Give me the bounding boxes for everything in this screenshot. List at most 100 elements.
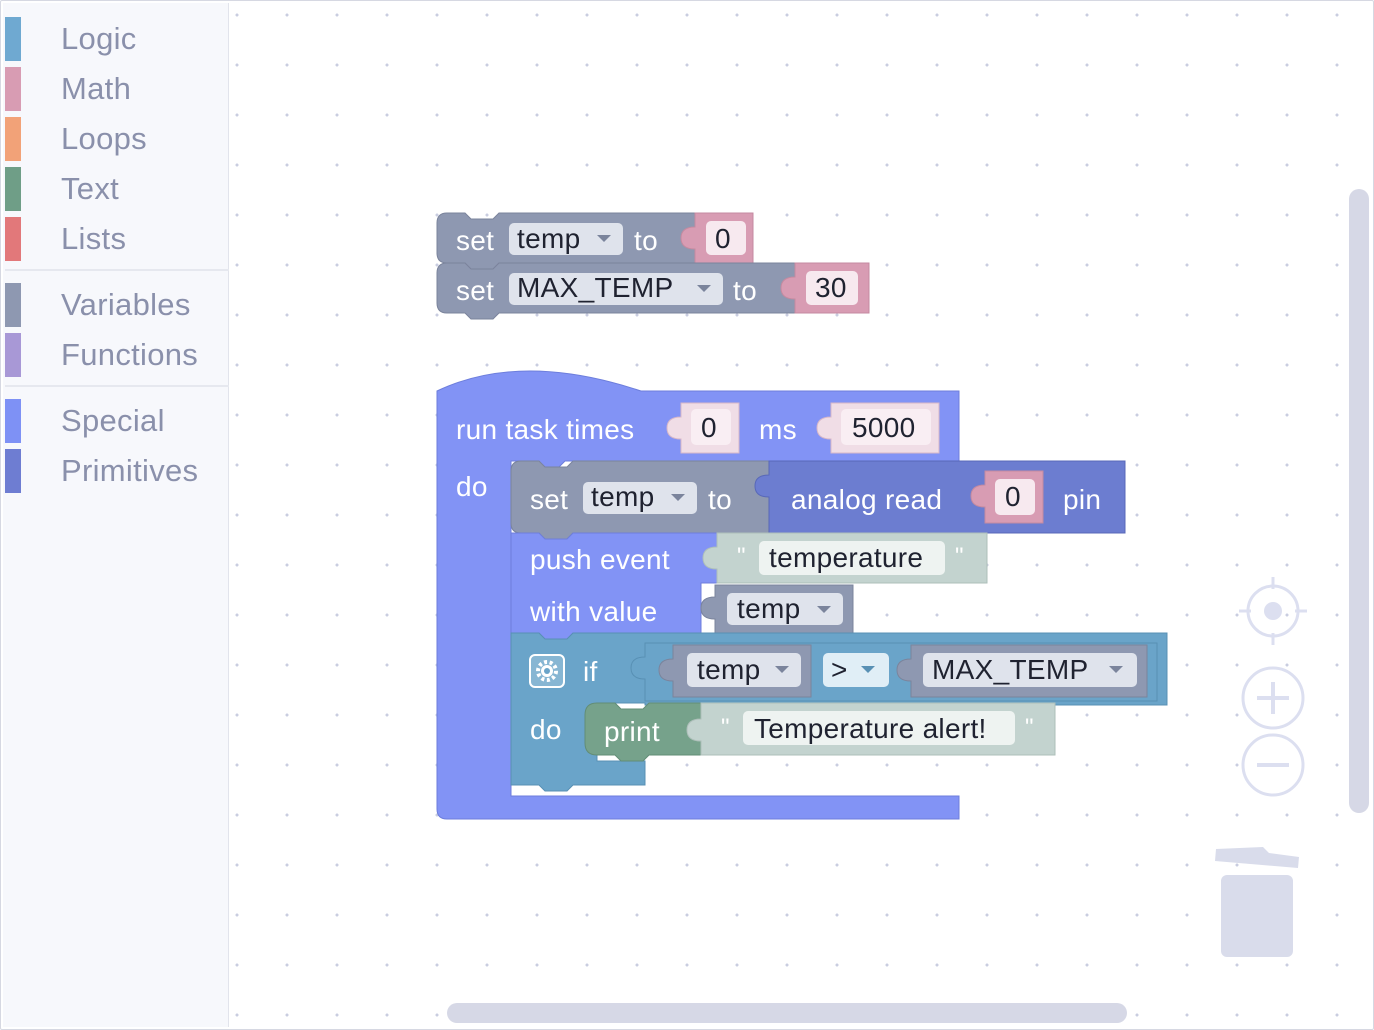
trash-icon[interactable] [1215,847,1299,957]
category-color [5,17,21,61]
to-keyword: to [708,484,732,515]
chevron-down-icon [1109,666,1123,673]
text-value: Temperature alert! [754,713,987,744]
mutator-button[interactable] [529,654,565,688]
category-loops[interactable]: Loops [5,117,229,161]
ms-label: ms [759,414,797,445]
category-label: Variables [61,287,191,322]
category-color [5,449,21,493]
center-button[interactable] [1239,577,1307,645]
text-block[interactable]: " temperature " [702,532,988,584]
do-keyword: do [530,714,562,745]
set-temp-analog-block[interactable]: set temp to analog read 0 pin [510,460,1126,540]
category-text[interactable]: Text [5,167,229,211]
to-keyword: to [634,225,658,256]
category-label: Math [61,71,132,106]
variable-name: MAX_TEMP [932,654,1088,685]
zoom-out-button[interactable] [1241,733,1305,797]
category-label: Functions [61,337,199,372]
category-variables[interactable]: Variables [5,283,229,327]
chevron-down-icon [775,666,789,673]
number-block[interactable]: 0 [680,212,754,264]
chevron-down-icon [817,606,831,613]
run-task-label: run task times [456,414,634,445]
push-event-label: push event [530,544,670,575]
variable-dropdown[interactable]: MAX_TEMP [509,272,723,305]
category-color [5,217,21,261]
gear-icon [536,660,558,682]
category-color [5,167,21,211]
set-max-temp-block[interactable]: set MAX_TEMP to 30 [436,262,870,320]
number-value: 0 [715,223,731,254]
quote-close: " [955,543,964,570]
zoom-in-button[interactable] [1241,666,1305,730]
category-color [5,117,21,161]
quote-close: " [1025,714,1034,741]
category-functions[interactable]: Functions [5,333,229,377]
category-label: Lists [61,221,127,256]
vertical-scrollbar[interactable] [1349,189,1369,813]
quote-open: " [737,543,746,570]
chevron-down-icon [671,494,685,501]
category-lists[interactable]: Lists [5,217,229,261]
if-block[interactable]: if do temp > MAX_T [510,632,1168,792]
toolbox-separator [5,385,229,387]
set-keyword: set [456,225,494,256]
category-color [5,283,21,327]
chevron-down-icon [597,235,611,242]
chevron-down-icon [861,666,875,673]
category-primitives[interactable]: Primitives [5,449,229,493]
number-value: 0 [701,412,717,443]
text-value: temperature [769,542,923,573]
set-keyword: set [530,484,568,515]
category-color [5,67,21,111]
chevron-down-icon [697,285,711,292]
operator-dropdown[interactable]: > [823,653,889,687]
set-keyword: set [456,275,494,306]
variable-dropdown[interactable]: temp [509,223,623,255]
category-color [5,333,21,377]
category-label: Text [61,171,120,206]
variable-name: temp [591,481,654,512]
number-block[interactable]: 0 [970,470,1044,524]
print-label: print [604,716,660,747]
comparison-block[interactable]: temp > MAX_TEMP [630,642,1158,702]
set-temp-block[interactable]: set temp to 0 [436,212,754,270]
do-label: do [456,471,488,502]
variable-name: temp [697,654,760,685]
number-block[interactable]: 30 [780,262,870,314]
analog-read-block[interactable]: analog read 0 pin [754,460,1126,534]
variable-name: temp [517,223,580,254]
analog-read-label: analog read [791,484,942,515]
push-event-block[interactable]: push event " temperature " with value te… [510,532,988,640]
variable-get-block[interactable]: temp [658,644,812,698]
variable-get-block[interactable]: temp [700,584,854,634]
number-value: 0 [1005,481,1021,512]
category-label: Primitives [61,453,199,488]
quote-open: " [721,714,730,741]
pin-label: pin [1063,484,1101,515]
category-color [5,399,21,443]
category-math[interactable]: Math [5,67,229,111]
text-block[interactable]: " Temperature alert! " [686,702,1056,756]
horizontal-scrollbar[interactable] [447,1003,1127,1023]
number-block[interactable]: 0 [666,402,740,454]
number-value: 30 [815,272,847,303]
category-special[interactable]: Special [5,399,229,443]
category-label: Loops [61,121,147,156]
variable-name: MAX_TEMP [517,272,673,303]
number-block[interactable]: 5000 [816,402,940,454]
category-logic[interactable]: Logic [5,17,229,61]
print-block[interactable]: print " Temperature alert! " [584,702,1056,762]
number-value: 5000 [852,412,916,443]
category-label: Special [61,403,165,438]
with-value-label: with value [529,596,658,627]
toolbox-separator [5,269,229,271]
operator-value: > [831,654,848,685]
variable-get-block[interactable]: MAX_TEMP [896,644,1148,698]
if-keyword: if [583,656,598,687]
variable-dropdown[interactable]: temp [583,481,697,514]
toolbox: Logic Math Loops Text Lists Variables Fu… [3,3,229,1027]
